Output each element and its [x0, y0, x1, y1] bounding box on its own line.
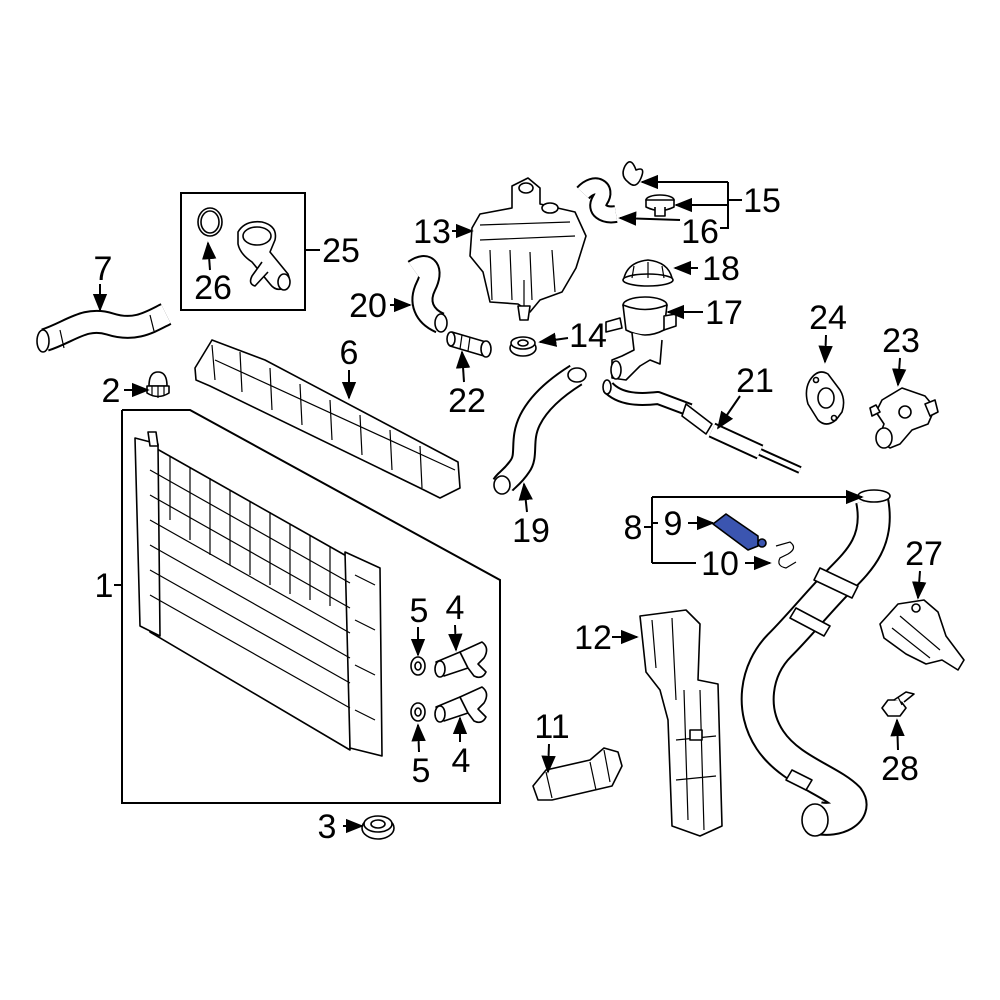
part-23-outlet-housing [869, 387, 939, 449]
part-18-cap [622, 259, 674, 287]
callout-20: 20 [349, 287, 387, 325]
part-24-gasket [805, 371, 845, 425]
part-4-drain-plug-lower [434, 686, 488, 724]
callout-19: 19 [512, 512, 550, 550]
leader-21 [716, 395, 741, 430]
radiator-core-fins [149, 456, 351, 709]
leader-26 [202, 241, 217, 271]
callout-22: 22 [448, 382, 486, 420]
callout-5-upper: 5 [410, 592, 429, 630]
callout-28: 28 [881, 750, 919, 788]
part-14-grommet [509, 336, 537, 357]
group-box-25 [180, 192, 306, 311]
callout-4-upper: 4 [446, 589, 465, 627]
part-28-bolt [881, 691, 915, 717]
callout-9: 9 [664, 505, 683, 543]
callout-5-lower: 5 [412, 752, 431, 790]
leader-15-bracket [720, 182, 729, 229]
callout-16: 16 [681, 213, 719, 251]
leader-14 [538, 332, 569, 347]
leader-19 [518, 482, 533, 513]
part-19-hose [492, 364, 587, 495]
group-box-1 [121, 409, 501, 804]
part-17-filler-neck [605, 296, 677, 381]
callout-4-lower: 4 [452, 742, 471, 780]
callout-7: 7 [94, 250, 113, 288]
leader-lines [92, 174, 927, 834]
callout-26: 26 [194, 269, 232, 307]
leader-28 [890, 718, 905, 751]
callout-21: 21 [736, 362, 774, 400]
part-9-highlighted [712, 513, 767, 551]
part-8-lower-hose [740, 489, 891, 837]
part-7-radiator-hose [36, 303, 172, 353]
part-5-washer-upper [410, 656, 426, 676]
callout-18: 18 [702, 250, 740, 288]
part-15-hose-small [576, 161, 644, 224]
part-2-radiator-cap [146, 371, 170, 398]
part-27-bracket [879, 599, 965, 671]
leader-5-lower [411, 723, 426, 753]
leader-11 [541, 743, 556, 774]
callout-14: 14 [569, 317, 607, 355]
callout-17: 17 [705, 294, 743, 332]
part-12-bracket [639, 609, 723, 837]
callout-2: 2 [102, 372, 121, 410]
callout-24: 24 [809, 299, 847, 337]
callout-15: 15 [743, 182, 781, 220]
part-21-hose [602, 379, 802, 474]
part-16-cap [645, 194, 675, 217]
callout-13: 13 [413, 213, 451, 251]
callout-23: 23 [882, 322, 920, 360]
part-10-clip [775, 541, 797, 569]
callout-10: 10 [701, 545, 739, 583]
callout-1: 1 [95, 567, 114, 605]
callout-11: 11 [534, 708, 569, 746]
leader-27 [912, 570, 927, 600]
callout-27: 27 [905, 535, 943, 573]
part-22-connector [446, 331, 492, 358]
leader-4-upper [448, 624, 463, 652]
part-5-washer-lower [410, 702, 426, 722]
leader-24 [818, 334, 833, 364]
part-13-coolant-reservoir [469, 177, 587, 321]
callout-6: 6 [340, 334, 359, 372]
leader-23 [892, 357, 907, 387]
part-6-air-guide [194, 339, 461, 499]
callout-25: 25 [322, 232, 360, 270]
part-3-grommet [361, 815, 395, 840]
part-20-hose [407, 255, 448, 334]
callout-12: 12 [574, 619, 612, 657]
callout-8: 8 [624, 509, 643, 547]
callout-3: 3 [318, 808, 337, 846]
part-4-drain-plug-upper [434, 641, 488, 679]
part-1-radiator [134, 431, 383, 757]
leader-22 [455, 350, 471, 383]
leader-16 [618, 211, 681, 226]
part-11-bracket [532, 747, 623, 801]
callout-labels: 7 26 25 13 15 16 20 18 17 14 22 24 23 6 … [94, 182, 943, 846]
part-26-o-ring [197, 207, 223, 237]
part-25-water-outlet [237, 220, 291, 291]
